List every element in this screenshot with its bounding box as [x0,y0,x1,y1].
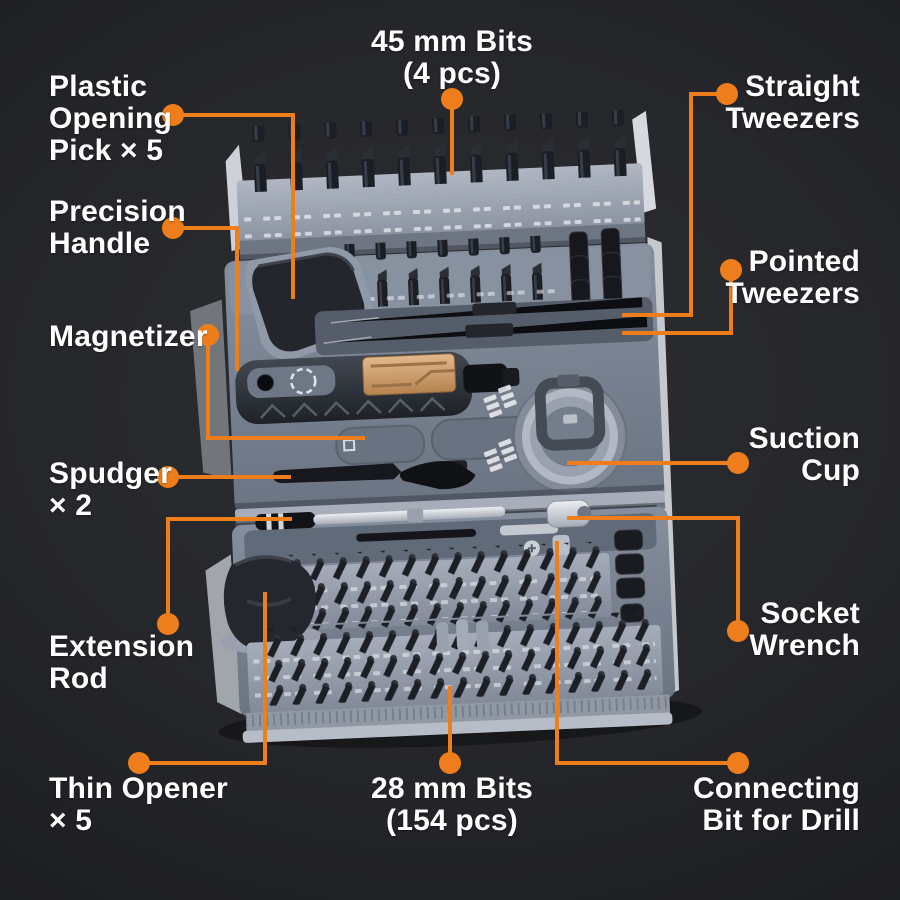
bottom-case [220,499,676,743]
callout-line: Extension [49,630,195,663]
callout-line: Pointed [748,245,860,278]
leader-plastic-opening-pick [162,104,295,299]
callout-line: Bit for Drill [702,804,860,837]
callout-spudger: Spudger × 2 [49,458,172,522]
callout-28mm-bits: 28 mm Bits (154 pcs) [371,773,533,837]
callout-precision-handle: Precision Handle [49,196,186,260]
callout-45mm-bits: 45 mm Bits (4 pcs) [371,26,533,90]
callout-line: Wrench [749,629,860,662]
toolkit-case [190,109,703,748]
callout-line: Magnetizer [49,320,208,353]
bottom-bit-tray-1 [249,541,612,633]
handle-emblem [290,367,317,395]
callout-line: Socket [760,597,860,630]
callout-line: (154 pcs) [386,804,518,837]
callout-line: Thin Opener [49,772,228,805]
leader-spudger [157,466,291,488]
callout-magnetizer: Magnetizer [49,321,208,353]
leader-thin-opener [128,592,267,774]
callout-socket-wrench: Socket Wrench [749,598,860,662]
callout-line: × 5 [49,804,93,837]
callout-line: Pick × 5 [49,134,164,167]
callout-line: Suction [748,422,860,455]
leader-extension-rod [157,517,292,635]
callout-extension-rod: Extension Rod [49,631,194,695]
hex-hole [256,374,274,392]
callout-line: Cup [801,454,860,487]
callout-line: (4 pcs) [402,57,502,90]
callout-connecting-bit: Connecting Bit for Drill [693,773,860,837]
callout-line: 45 mm Bits [370,25,534,58]
callout-line: Straight [745,70,860,103]
callout-line: Spudger [49,457,173,490]
magnetizer-slot [335,415,541,466]
callout-line: Tweezers [725,102,860,135]
socket-bits [613,529,646,623]
callout-line: 28 mm Bits [370,772,534,805]
callout-line: Tweezers [725,277,860,310]
callout-line: Plastic [49,70,148,103]
leader-magnetizer [197,324,365,440]
leader-straight-tweezers [622,83,738,317]
tweezers [314,297,654,356]
leader-precision-handle [162,217,239,371]
leader-pointed-tweezers [622,259,742,335]
callout-straight-tweezers: Straight Tweezers [726,71,860,135]
callout-line: Precision [49,195,186,228]
callout-line: Handle [49,227,151,260]
callout-plastic-opening-pick: Plastic Opening Pick × 5 [49,71,172,167]
callout-suction-cup: Suction Cup [749,423,860,487]
spudger-tools [273,460,476,490]
callout-pointed-tweezers: Pointed Tweezers [726,246,860,310]
bit-row-45mm [244,109,635,193]
leader-45mm-bits [441,88,463,175]
leader-suction-cup [567,452,749,474]
callout-line: Rod [49,662,108,695]
callout-line: Connecting [693,772,860,805]
middle-case [224,227,665,513]
extension-rod-tool [255,506,506,531]
leader-lines [128,83,749,774]
callout-line: × 2 [49,489,93,522]
leader-socket-wrench [567,516,749,642]
leader-connecting-bit [555,541,749,774]
leader-28mm-bits [439,686,461,774]
case-front-face [242,694,673,743]
decal-arrows [483,384,518,473]
callout-line: Opening [49,102,173,135]
precision-handle [235,351,520,425]
callout-thin-opener: Thin Opener × 5 [49,773,228,837]
